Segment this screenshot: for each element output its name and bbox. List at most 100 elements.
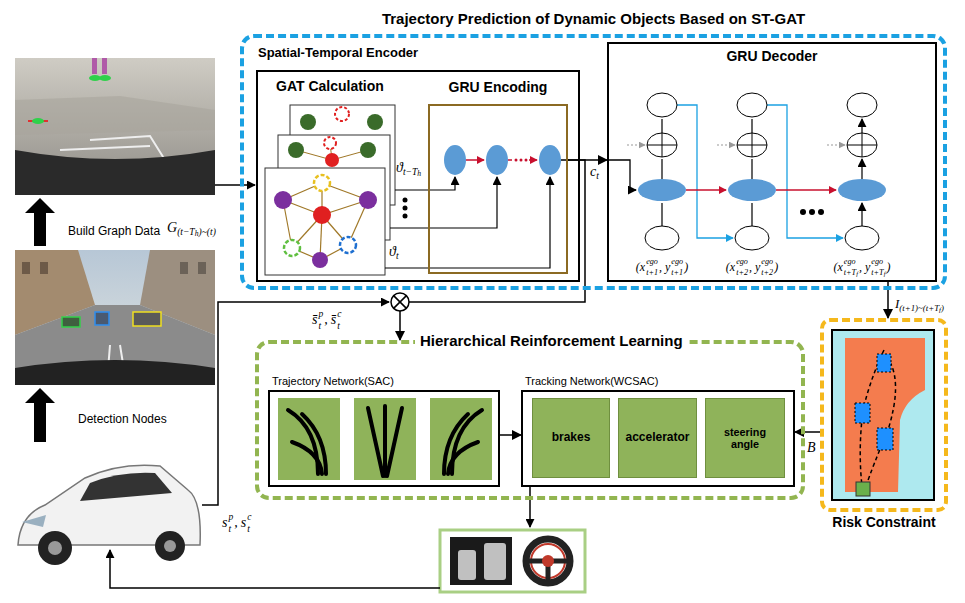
superscript-row: p <box>318 307 323 319</box>
box-heading: Tracking Network(WCSAC) <box>525 375 658 388</box>
coordinate-label: (xegot+Tf, yegot+Tf) <box>834 255 891 277</box>
state-symbol: s̄pt,s̄ct <box>312 307 342 331</box>
subscript-row: t+Tf <box>844 266 858 277</box>
math-index: (t−T <box>177 227 195 237</box>
math-index: t <box>318 321 321 331</box>
label-text: s <box>222 515 227 530</box>
label-text: , <box>324 312 328 327</box>
math-index: ego <box>671 257 683 266</box>
math-index: t+1 <box>646 268 658 277</box>
gru-encoding-box: GRU Encoding <box>428 104 568 274</box>
step-label: Detection Nodes <box>78 412 167 426</box>
label-text: ) <box>886 260 890 274</box>
math-index: t+2 <box>761 268 773 277</box>
superscript-row: ego <box>671 255 683 266</box>
subscript-row: t <box>318 319 323 331</box>
subscript-row: t+1 <box>671 266 683 277</box>
superscript-row: ego <box>761 255 773 266</box>
decoder-box: GRU Decoder <box>607 42 937 282</box>
box-heading: Hierarchical Reinforcement Learning <box>415 332 688 349</box>
subscript-row: t+2 <box>761 266 773 277</box>
control-box: brakes <box>532 398 610 478</box>
risk-map <box>832 330 934 500</box>
label-text: , <box>234 515 238 530</box>
label-text: s <box>241 515 246 530</box>
network-box: Trajectory Network(SAC) <box>268 390 500 487</box>
math-index: ego <box>761 257 773 266</box>
index-stack: ego t+2 <box>761 255 773 277</box>
math-index: p <box>228 512 233 522</box>
math-index: t+T <box>844 268 856 277</box>
button-label: steering angle <box>706 426 784 451</box>
math-index: h <box>417 169 421 178</box>
hrl-frame: Hierarchical Reinforcement LearningTraje… <box>255 340 805 500</box>
label-text: s̄ <box>312 312 317 327</box>
math-index: ) <box>941 303 944 313</box>
math-index: c <box>247 512 251 522</box>
box-heading: Spatial-Temporal Encoder <box>258 46 418 61</box>
control-box: accelerator <box>618 398 697 478</box>
box-heading: GAT Calculation <box>276 78 384 94</box>
module-frame: Trajectory Prediction of Dynamic Objects… <box>240 34 947 290</box>
subscript-row: t <box>337 319 341 331</box>
gru-decoder-cells <box>607 93 886 250</box>
math-index: t−T <box>403 167 417 177</box>
input-arrow <box>215 184 255 186</box>
math-index: (t+1)~(t+T <box>899 303 939 313</box>
math-index: ego <box>646 257 658 266</box>
math-index: h <box>195 229 199 238</box>
coordinate-label: (xegot+2, yegot+2) <box>726 255 778 277</box>
subscript-row: t+Tf <box>871 266 885 277</box>
state-symbol: spt,sct <box>222 510 252 534</box>
math-index: t+1 <box>671 268 683 277</box>
subscript-row: t <box>247 522 251 534</box>
label-text: Detection Nodes <box>78 412 167 426</box>
index-stack: pt <box>228 510 233 534</box>
step-label: Build Graph Data <box>68 224 160 238</box>
math-index: f <box>856 270 858 277</box>
box-heading: GRU Decoder <box>726 48 817 64</box>
index-stack: ct <box>337 307 341 331</box>
context-vector: ct <box>590 164 599 182</box>
superscript-row: ego <box>844 255 858 266</box>
math-index: t+2 <box>736 268 748 277</box>
box-heading: Trajectory Network(SAC) <box>272 375 394 388</box>
label-text: , y <box>659 260 670 274</box>
math-index: f <box>939 306 941 314</box>
label-text: s̄ <box>331 312 336 327</box>
math-index: ego <box>736 257 748 266</box>
math-index: f <box>884 270 886 277</box>
label-text: (x <box>726 260 735 274</box>
graph-frames <box>265 105 408 275</box>
superscript-row: ego <box>871 255 885 266</box>
flow-arrow <box>795 431 820 433</box>
index-stack: ego t+1 <box>646 255 658 277</box>
label-text: (x <box>636 260 645 274</box>
superscript-row: c <box>247 510 251 522</box>
math-index: p <box>318 309 323 319</box>
superscript-row: p <box>228 510 233 522</box>
coordinate-label: (xegot+1, yegot+1) <box>636 255 688 277</box>
ego-vehicle <box>18 465 200 565</box>
prediction-symbol: I(t+1)~(t+Tf) <box>895 296 944 315</box>
math-index: ego <box>844 257 856 266</box>
superscript-row: ego <box>736 255 748 266</box>
label-text: G <box>167 220 177 235</box>
subscript-row: t+1 <box>646 266 658 277</box>
label-text: ) <box>684 260 688 274</box>
graph-symbol: ϑt <box>389 244 399 262</box>
math-index: )~(t) <box>199 227 216 237</box>
trajectory-primitives <box>278 398 492 480</box>
control-box: steering angle <box>705 398 785 478</box>
box-heading: GRU Encoding <box>449 79 548 95</box>
math-index: t <box>596 171 599 181</box>
index-stack: ego t+1 <box>671 255 683 277</box>
label-text: c <box>590 164 596 179</box>
math-index: ego <box>871 257 883 266</box>
box-heading: Risk Constraint <box>832 514 935 530</box>
multiply-operator <box>391 293 409 311</box>
button-label: accelerator <box>622 431 692 445</box>
subscript-row: t+2 <box>736 266 748 277</box>
graph-symbol: G(t−Th)~(t) <box>167 220 216 238</box>
